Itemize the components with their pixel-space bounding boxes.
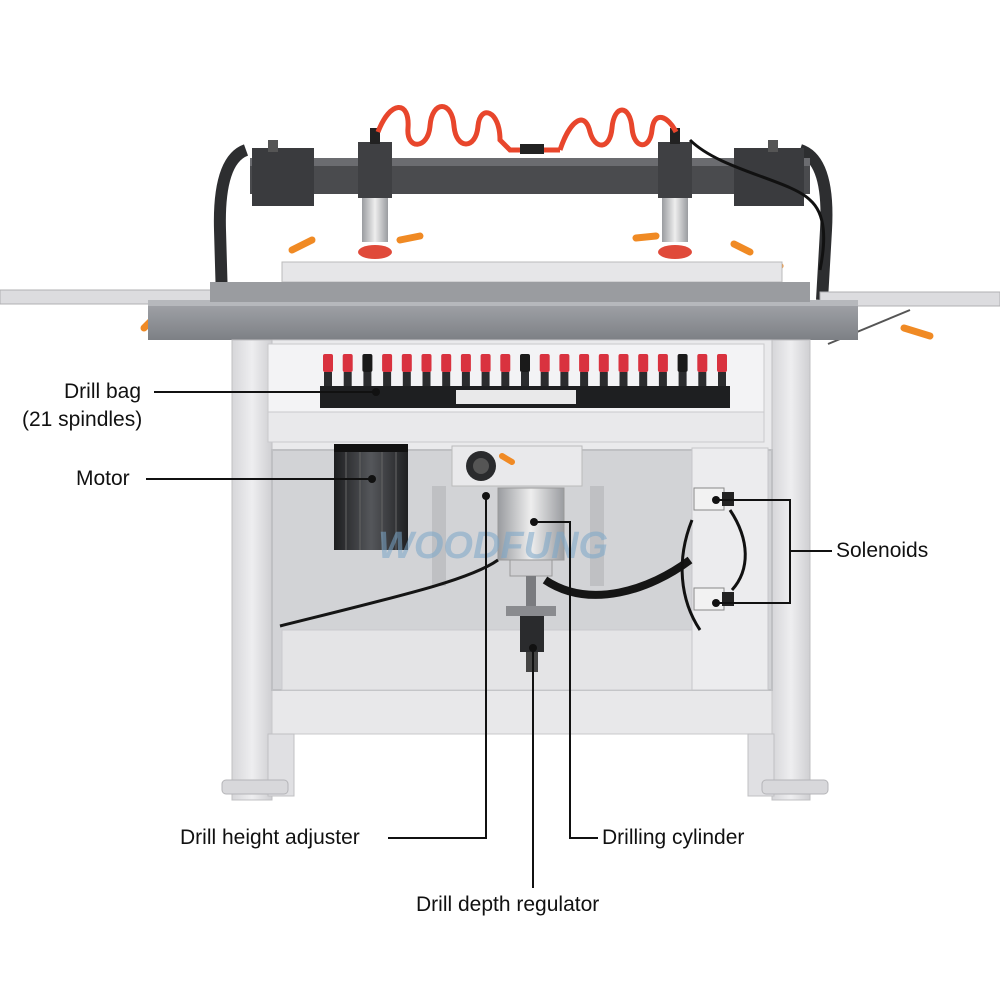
spindle — [539, 354, 550, 372]
line-height-adjuster — [388, 496, 487, 839]
top-gantry — [213, 104, 833, 301]
spindle-chuck — [343, 372, 352, 386]
spindle — [677, 354, 688, 372]
solenoids — [680, 487, 747, 631]
spindle — [638, 354, 649, 372]
left-arm-arc — [213, 144, 249, 301]
spindle — [579, 354, 590, 372]
spindle — [323, 354, 333, 372]
motor — [334, 444, 408, 550]
left-leg — [231, 339, 273, 801]
spindle-chuck — [363, 372, 372, 386]
spindle-chuck — [678, 372, 687, 386]
air-hose-left — [375, 104, 560, 153]
bottom-rail — [271, 689, 773, 735]
drill-bag — [267, 343, 765, 443]
spindle-chuck — [324, 372, 332, 386]
spindle — [441, 354, 452, 372]
spindle-chuck — [402, 372, 411, 386]
spindle-chuck — [658, 372, 667, 386]
spindle-chuck — [580, 372, 589, 386]
spindle-chuck — [560, 372, 569, 386]
cylinder-assembly — [279, 445, 693, 672]
spindle-chuck — [619, 372, 628, 386]
line-drilling-cylinder — [534, 521, 598, 839]
label-motor: Motor — [76, 467, 130, 490]
spindle — [342, 354, 353, 372]
table-top — [148, 282, 858, 340]
right-leg — [771, 339, 811, 801]
spindle — [480, 354, 491, 372]
spindle — [362, 354, 373, 372]
spindle — [559, 354, 570, 372]
right-arm-arc — [797, 144, 833, 301]
spindle — [618, 354, 629, 372]
left-foot — [221, 779, 289, 795]
spindle-row — [323, 354, 727, 386]
label-drill-bag-spindles: (21 spindles) — [22, 408, 143, 431]
spindle — [401, 354, 412, 372]
spindle-chuck — [383, 372, 392, 386]
spindle-chuck — [461, 372, 470, 386]
spindle-chuck — [639, 372, 648, 386]
spindle — [520, 354, 530, 372]
solenoid-lower — [693, 587, 725, 611]
electric-box — [691, 447, 769, 691]
spindle — [697, 354, 708, 372]
label-drill-bag: Drill bag — [64, 380, 142, 403]
clamp-cylinder-left — [362, 198, 388, 242]
clamp-housing-right — [658, 142, 692, 198]
label-drill-depth-regulator: Drill depth regulator — [416, 893, 600, 916]
fence — [281, 261, 783, 283]
clamp-pad-left — [358, 245, 392, 259]
spindle — [717, 354, 727, 372]
spindle-chuck — [599, 372, 608, 386]
spindle-chuck — [540, 372, 549, 386]
right-rail — [819, 291, 1000, 307]
callout-lines — [146, 388, 832, 888]
clamp-cylinder-right — [662, 198, 688, 242]
air-hose-right — [557, 107, 679, 151]
right-end-block — [734, 148, 804, 206]
spindle — [500, 354, 511, 372]
spindle — [460, 354, 471, 372]
spindle-chuck — [481, 372, 490, 386]
spindle — [421, 354, 432, 372]
spindle-chuck — [521, 372, 529, 386]
left-end-block — [252, 148, 314, 206]
spindle-chuck — [698, 372, 707, 386]
spindle-chuck — [422, 372, 431, 386]
spindle — [382, 354, 393, 372]
spindle — [598, 354, 609, 372]
depth-rod — [526, 576, 536, 610]
watermark: WOODFUNG — [378, 525, 608, 567]
label-solenoids: Solenoids — [836, 539, 929, 562]
clamp-pad-right — [658, 245, 692, 259]
spindle-chuck — [501, 372, 510, 386]
label-drilling-cylinder: Drilling cylinder — [602, 826, 745, 849]
right-foot — [761, 779, 829, 795]
table-slab — [148, 300, 858, 340]
spindle-chuck — [442, 372, 451, 386]
spindle — [657, 354, 668, 372]
label-drill-height-adjuster: Drill height adjuster — [180, 826, 360, 849]
clamp-housing-left — [358, 142, 392, 198]
spindle-chuck — [718, 372, 726, 386]
